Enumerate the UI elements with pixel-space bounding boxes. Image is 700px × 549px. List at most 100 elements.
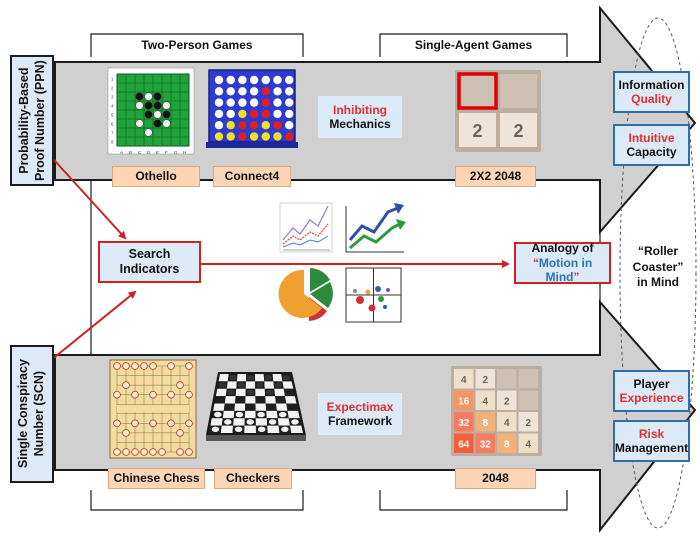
checker-square xyxy=(236,374,247,382)
xiangqi-piece xyxy=(185,419,193,428)
xiangqi-piece xyxy=(149,362,157,370)
bracket-bottom-left xyxy=(90,490,304,511)
checker-square xyxy=(244,425,256,433)
othello-col-label: G xyxy=(174,150,178,155)
checker-square xyxy=(235,388,246,397)
connect4-hole xyxy=(226,98,235,107)
checker-piece xyxy=(218,381,227,389)
othello-disc xyxy=(144,101,153,110)
othello-col-label: E xyxy=(156,150,159,155)
tile-4x4 xyxy=(497,369,517,389)
othello-row-label: 3 xyxy=(111,95,114,100)
group-single-agent-label: Single-Agent Games xyxy=(414,38,533,52)
checker-square xyxy=(265,396,276,404)
xiangqi-piece xyxy=(122,381,130,389)
connect4-hole xyxy=(249,98,259,107)
checker-square xyxy=(218,374,229,382)
connect4-hole xyxy=(273,98,282,107)
checker-piece xyxy=(236,381,246,389)
checker-square xyxy=(245,403,256,411)
othello-disc xyxy=(153,101,162,110)
checker-piece xyxy=(264,374,273,381)
tile-4x4 xyxy=(497,390,517,410)
othello-disc xyxy=(153,119,162,128)
tile-4x4 xyxy=(497,412,517,432)
tile-4x4-value: 2 xyxy=(504,396,510,407)
checker-piece xyxy=(211,426,220,433)
ppn-label-box: Probability-Based Proof Number (PPN) xyxy=(10,55,54,186)
checker-square xyxy=(276,403,288,411)
xiangqi-piece xyxy=(131,362,139,370)
checker-square xyxy=(255,403,267,411)
checkers-board-icon xyxy=(206,372,306,441)
checker-square xyxy=(274,388,285,397)
connect4-hole xyxy=(285,87,294,96)
tile-4x4 xyxy=(475,412,495,432)
checker-piece xyxy=(268,418,277,426)
inhibiting-mechanics-box: Inhibiting Mechanics xyxy=(318,96,402,138)
tile-4x4-value: 2 xyxy=(525,418,531,429)
connect4-hole xyxy=(261,132,270,141)
xiangqi-piece xyxy=(113,362,121,370)
xiangqi-piece xyxy=(131,390,139,399)
othello-row-label: 7 xyxy=(111,131,114,136)
connect4-hole xyxy=(214,98,224,107)
othello-disc xyxy=(144,128,153,137)
connect4-hole xyxy=(238,98,247,107)
checker-square xyxy=(267,425,280,433)
connect4-hole xyxy=(238,75,247,85)
connect4-hole xyxy=(285,132,294,141)
trend-arrows-icon xyxy=(345,203,406,253)
connect4-hole xyxy=(249,87,259,96)
tile-4x4-value: 32 xyxy=(480,439,492,450)
xiangqi-piece xyxy=(149,390,157,399)
connect4-hole xyxy=(214,109,224,119)
connect4-hole xyxy=(238,121,247,130)
game-label-connect4: Connect4 xyxy=(213,166,291,187)
information-quality-box: Information Quality xyxy=(613,71,690,113)
connect4-hole xyxy=(214,75,224,85)
tile-4x4 xyxy=(518,433,538,453)
xiangqi-piece xyxy=(113,419,121,428)
connect4-hole xyxy=(226,75,235,85)
pie-chart-icon xyxy=(278,268,333,321)
othello-row-label: 6 xyxy=(111,122,114,127)
checker-square xyxy=(265,403,277,411)
tile-4x4-value: 4 xyxy=(461,375,467,386)
tile-2x2: 2 xyxy=(472,121,482,141)
ppn-label: Probability-Based Proof Number (PPN) xyxy=(16,60,46,181)
checker-piece xyxy=(246,374,255,381)
game-label-2048: 2048 xyxy=(455,468,536,489)
connect4-hole xyxy=(273,121,282,130)
connect4-board-icon xyxy=(206,69,298,148)
xiangqi-piece xyxy=(140,448,148,456)
tile-4x4-value: 32 xyxy=(458,418,470,429)
bracket-single-agent xyxy=(379,33,568,57)
tile-4x4-value: 64 xyxy=(458,439,470,450)
othello-disc xyxy=(135,119,144,128)
checker-piece xyxy=(255,381,265,389)
arrow-scn-to-search xyxy=(44,290,137,366)
group-two-person-label: Two-Person Games xyxy=(141,38,253,52)
checker-piece xyxy=(245,418,255,426)
line-chart-icon xyxy=(279,202,333,253)
checker-square xyxy=(235,396,246,404)
checker-piece xyxy=(282,374,291,381)
checker-square xyxy=(245,396,256,404)
connect4-hole xyxy=(238,109,247,119)
game-label-checkers: Checkers xyxy=(214,468,292,489)
connect4-hole xyxy=(261,109,270,119)
checker-piece xyxy=(226,389,236,396)
connect4-hole xyxy=(226,87,235,96)
xiangqi-piece xyxy=(131,448,139,456)
xiangqi-piece xyxy=(158,448,166,456)
tile-4x4 xyxy=(454,433,474,453)
tile-4x4-value: 8 xyxy=(504,439,510,450)
connect4-hole xyxy=(273,132,282,141)
connect4-hole xyxy=(214,121,224,130)
analogy-line2: “Motion in Mind” xyxy=(532,255,593,285)
connect4-hole xyxy=(238,132,247,141)
tile-4x4 xyxy=(518,369,538,389)
